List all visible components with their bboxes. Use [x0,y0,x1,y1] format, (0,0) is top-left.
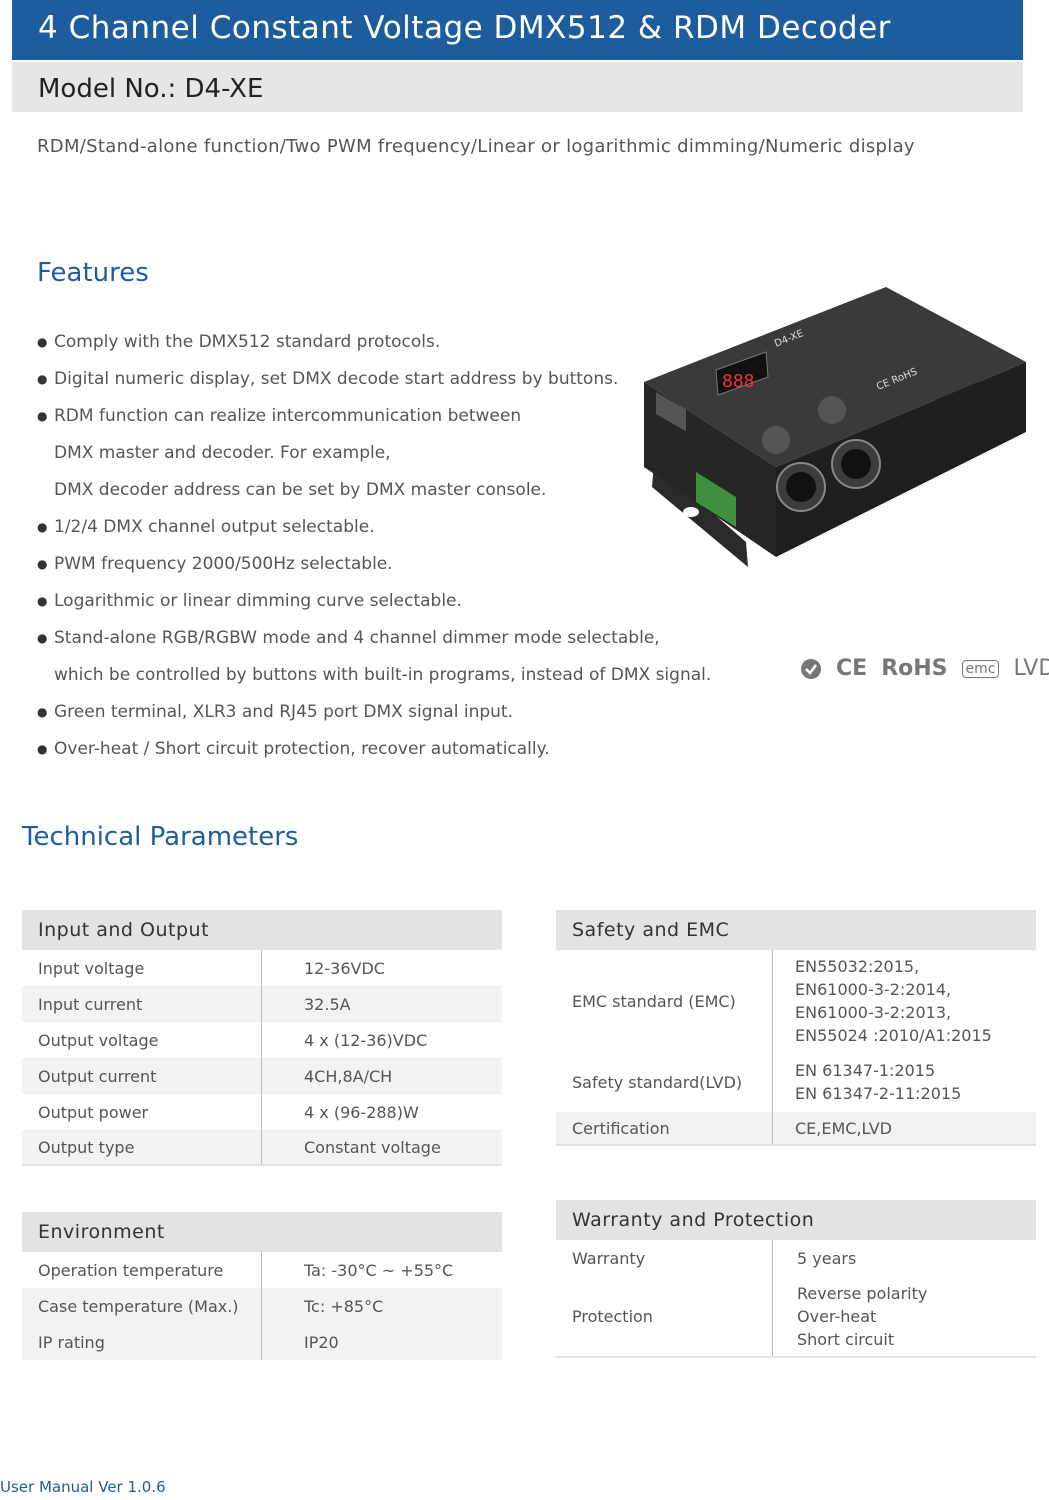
table-row: Case temperature (Max.)Tc: +85°C [22,1288,502,1324]
table-row: Certification CE,EMC,LVD [556,1112,1036,1146]
feature-item: Digital numeric display, set DMX decode … [37,361,711,398]
table-row: Protection Reverse polarity Over-heat Sh… [556,1276,1036,1358]
feature-item: Green terminal, XLR3 and RJ45 port DMX s… [37,694,711,731]
table-row: Warranty 5 years [556,1240,1036,1276]
feature-item: PWM frequency 2000/500Hz selectable. [37,546,711,583]
table-row: Safety standard(LVD) EN 61347-1:2015 EN … [556,1052,1036,1112]
feature-item: RDM function can realize intercommunicat… [37,398,711,509]
technical-parameters-heading: Technical Parameters [22,822,299,852]
feature-summary: RDM/Stand-alone function/Two PWM frequen… [37,136,915,157]
ce-logo: CE [836,656,868,681]
manual-version: User Manual Ver 1.0.6 [0,1478,166,1496]
certification-logos: CE RoHS emc LVD [800,656,1049,681]
digital-display: 888 [715,351,769,396]
lvd-logo: LVD [1013,656,1049,681]
warranty-protection-table: Warranty and Protection Warranty 5 years… [556,1200,1036,1358]
table-row: EMC standard (EMC) EN55032:2015, EN61000… [556,950,1036,1052]
model-number: Model No.: D4-XE [12,62,1023,112]
table-header: Safety and EMC [556,910,1036,950]
feature-item: 1/2/4 DMX channel output selectable. [37,509,711,546]
features-heading: Features [37,258,149,288]
product-image: 888 D4-XE CE RoHS [644,287,1026,567]
feature-item: Logarithmic or linear dimming curve sele… [37,583,711,620]
safety-emc-table: Safety and EMC EMC standard (EMC) EN5503… [556,910,1036,1146]
svg-text:888: 888 [722,371,755,392]
features-list: Comply with the DMX512 standard protocol… [37,324,711,768]
table-header: Input and Output [22,910,502,950]
feature-item: Comply with the DMX512 standard protocol… [37,324,711,361]
feature-item: Stand-alone RGB/RGBW mode and 4 channel … [37,620,711,694]
page-title: 4 Channel Constant Voltage DMX512 & RDM … [12,0,1023,60]
emc-logo: emc [961,659,1000,678]
feature-item: Over-heat / Short circuit protection, re… [37,731,711,768]
table-header: Warranty and Protection [556,1200,1036,1240]
table-header: Environment [22,1212,502,1252]
check-icon [801,658,821,679]
rohs-logo: RoHS [881,656,948,681]
